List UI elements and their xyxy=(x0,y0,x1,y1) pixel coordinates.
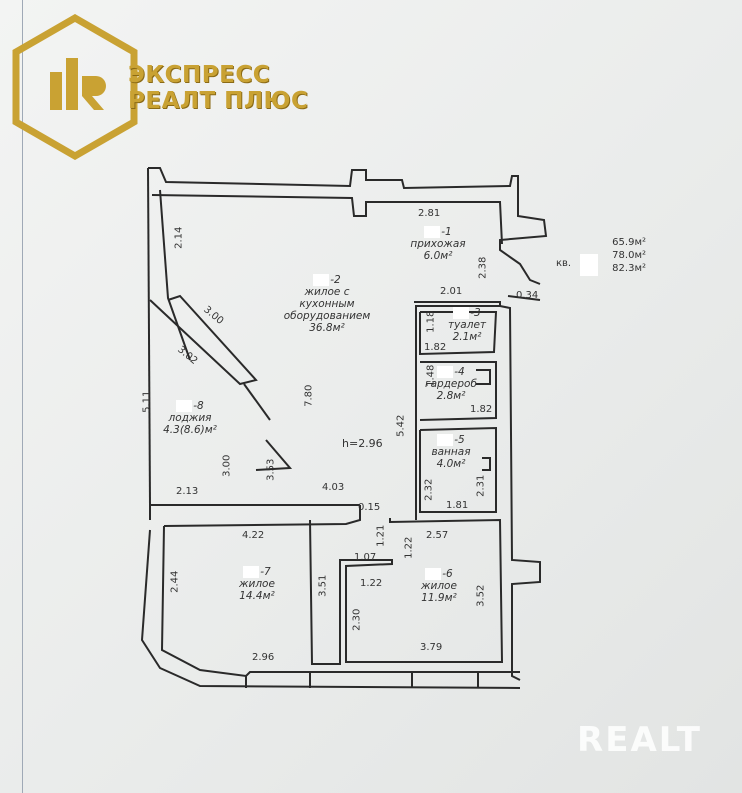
dim-1-21: 1.21 xyxy=(375,524,387,547)
room-label-5: -5 ванная 4.0м² xyxy=(431,434,471,471)
dim-2-32: 2.32 xyxy=(423,478,435,501)
room-label-7: -7 жилое 14.4м² xyxy=(239,566,275,603)
dim-2-44: 2.44 xyxy=(169,570,181,593)
company-logo xyxy=(10,13,310,161)
dim-7-80: 7.80 xyxy=(303,384,315,407)
paper-fold-line xyxy=(22,0,23,793)
room-label-3: -3 туалет 2.1м² xyxy=(447,307,487,344)
dim-2-30: 2.30 xyxy=(351,608,363,631)
dim-3-53: 3.53 xyxy=(265,458,277,481)
flat-prefix: кв. xyxy=(556,258,572,269)
dim-2-96: 2.96 xyxy=(252,652,275,663)
dim-0-15: 0.15 xyxy=(358,502,381,513)
dim-5-11: 5.11 xyxy=(141,390,153,413)
flat-redaction xyxy=(580,254,599,276)
dim-2-14: 2.14 xyxy=(173,226,185,249)
dim-3-00-b: 3.00 xyxy=(221,454,233,477)
dim-2-38: 2.38 xyxy=(477,256,489,279)
dim-3-52: 3.52 xyxy=(475,584,487,607)
dim-2-31: 2.31 xyxy=(475,474,487,497)
dim-1-18: 1.18 xyxy=(425,310,437,333)
dim-5-42: 5.42 xyxy=(395,414,407,437)
dim-3-79: 3.79 xyxy=(420,642,443,653)
dim-4-22: 4.22 xyxy=(242,530,265,541)
room-label-6: -6 жилое 11.9м² xyxy=(421,568,457,605)
dim-1-82-a: 1.82 xyxy=(424,342,447,353)
dim-1-81: 1.81 xyxy=(446,500,469,511)
room-label-8: -8 лоджия 4.3(8.6)м² xyxy=(163,400,217,437)
dim-2-81: 2.81 xyxy=(418,208,441,219)
dim-2-13: 2.13 xyxy=(176,486,199,497)
dim-0-34: 0.34 xyxy=(516,290,539,301)
room-label-2: -2 жилое с кухонным оборудованием 36.8м² xyxy=(283,274,371,335)
ceiling-height: h=2.96 xyxy=(342,437,383,450)
dim-1-48: 1.48 xyxy=(425,364,437,387)
dim-2-57: 2.57 xyxy=(426,530,449,541)
flat-areas: 65.9м² 78.0м² 82.3м² xyxy=(612,237,646,274)
dim-4-03: 4.03 xyxy=(322,482,345,493)
logo-line2: РЕАЛТ ПЛЮС xyxy=(128,88,309,114)
dim-1-07: 1.07 xyxy=(354,552,377,563)
logo-line1: ЭКСПРЕСС xyxy=(128,62,271,88)
dim-1-82-b: 1.82 xyxy=(470,404,493,415)
realt-watermark: REALT xyxy=(577,720,702,760)
dim-1-22-b: 1.22 xyxy=(360,578,383,589)
room-label-4: -4 гардероб 2.8м² xyxy=(425,366,477,403)
dim-1-22-a: 1.22 xyxy=(403,536,415,559)
outer-wall-top xyxy=(148,167,548,285)
logo-hexagon-icon xyxy=(12,13,138,161)
dim-3-51: 3.51 xyxy=(317,574,329,597)
room-label-1: -1 прихожая 6.0м² xyxy=(410,226,466,263)
dim-2-01: 2.01 xyxy=(440,286,463,297)
